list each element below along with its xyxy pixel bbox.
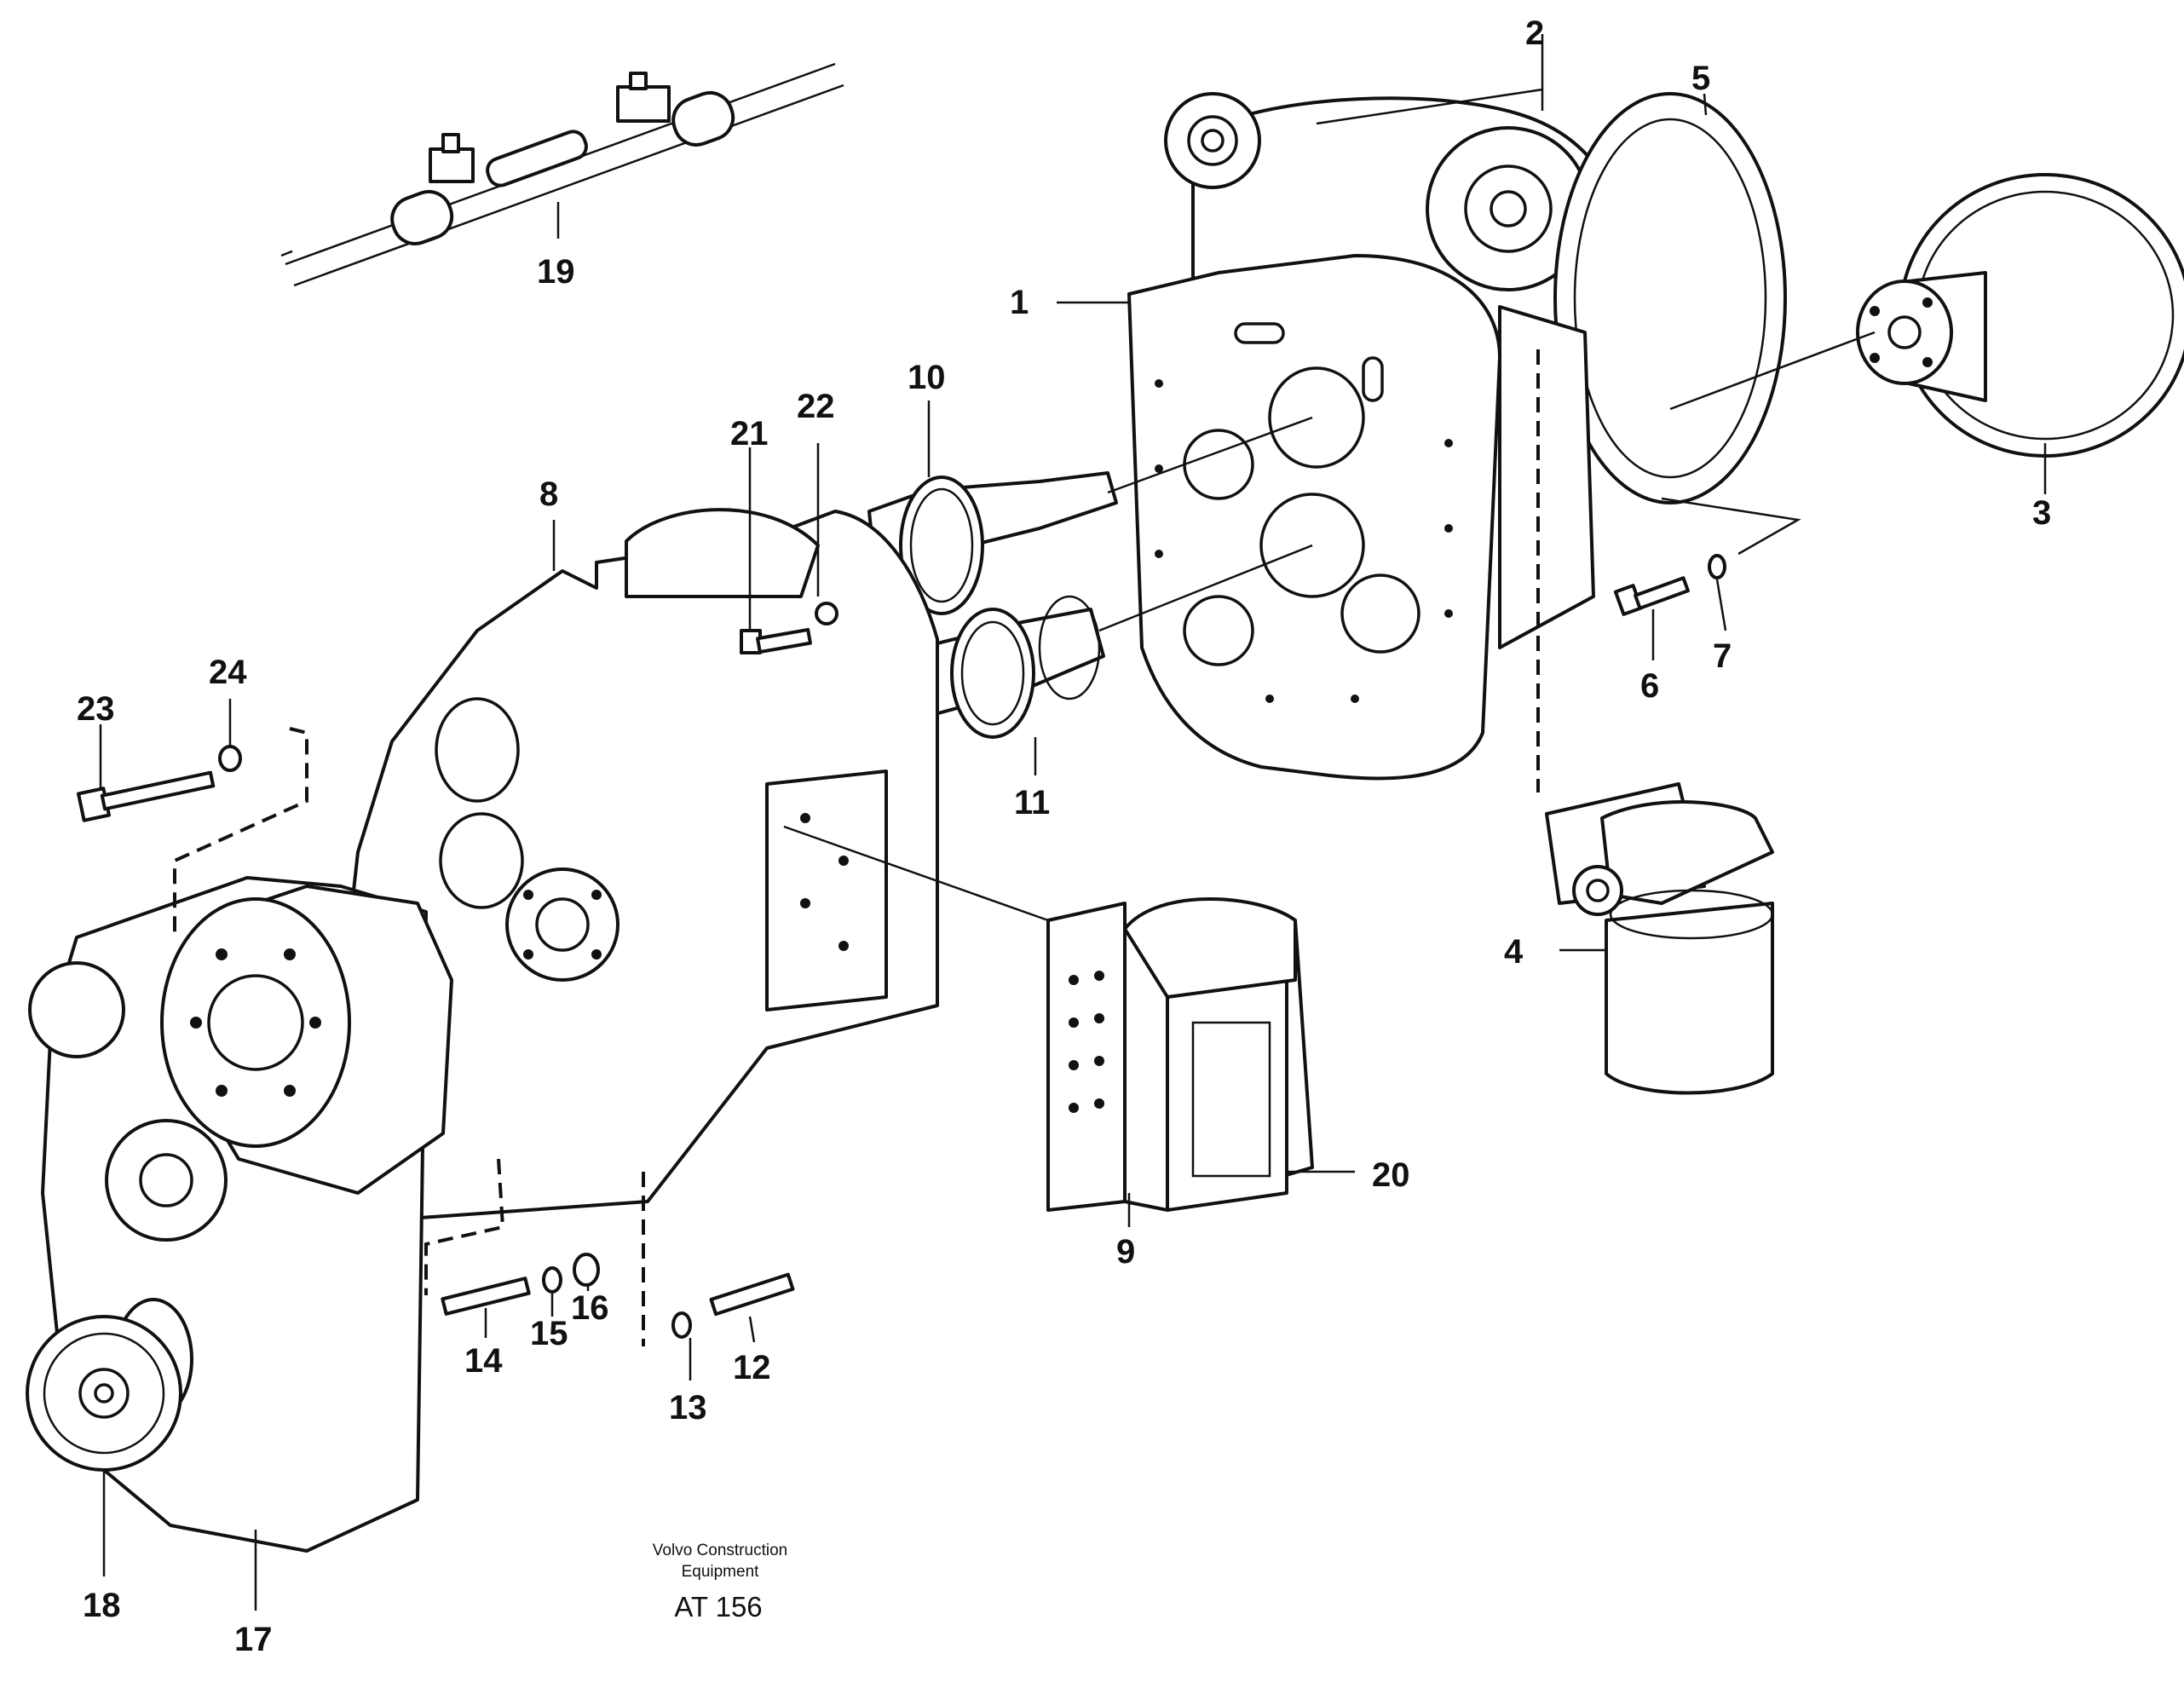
bolt-21-washer-22 [740,443,838,654]
pump-assembly [160,885,453,1195]
callout-21: 21 [730,415,769,452]
dashed-guide-14 [424,1158,505,1295]
caption-line-2: Equipment [682,1563,760,1581]
callout-9: 9 [1116,1233,1135,1271]
valve-block-9-20 [1046,897,1355,1227]
callout-18: 18 [83,1587,121,1624]
callout-14: 14 [464,1342,503,1380]
fasteners-12-16 [441,1253,795,1380]
callout-10: 10 [908,359,946,396]
front-plate-1 [1057,254,1595,781]
seal-ring-5 [1553,92,1787,504]
callout-8: 8 [539,476,558,513]
callout-6: 6 [1640,667,1659,705]
callout-19: 19 [537,253,575,291]
callout-16: 16 [571,1289,609,1327]
caption-code: AT 156 [674,1591,762,1622]
callout-24: 24 [209,654,247,691]
callout-1: 1 [1010,284,1029,321]
callout-23: 23 [77,690,115,728]
callout-3: 3 [2032,494,2051,532]
torque-converter-3 [1669,173,2184,494]
bolt-23-washer-24 [77,699,242,822]
callout-4: 4 [1504,933,1524,971]
output-flange-18 [26,1298,193,1576]
callout-11: 11 [1014,784,1050,821]
callout-15: 15 [530,1315,568,1352]
callout-20: 20 [1372,1156,1410,1194]
caption-line-1: Volvo Construction [653,1542,787,1559]
dashed-guide-23 [173,727,308,937]
callout-22: 22 [797,388,835,425]
oil-filter-4 [1545,782,1774,1095]
bolt-6-washer-7 [1613,554,1727,660]
callout-13: 13 [669,1389,707,1427]
callout-12: 12 [733,1349,771,1386]
callout-5: 5 [1691,60,1710,97]
guide-line-1-7 [1661,497,1801,556]
hydraulic-line-19 [280,62,844,287]
callout-17: 17 [234,1621,273,1658]
callout-7: 7 [1713,637,1732,675]
callout-2: 2 [1525,14,1544,52]
transfer-housing-8 [339,508,1049,1220]
